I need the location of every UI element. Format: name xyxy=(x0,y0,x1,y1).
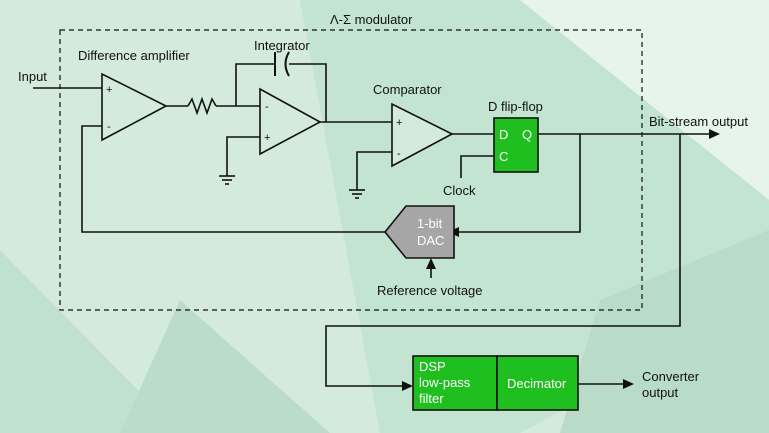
dac-label-line2: DAC xyxy=(417,233,444,248)
integrator-label: Integrator xyxy=(254,38,310,53)
dac-label-line1: 1-bit xyxy=(417,216,443,231)
d-flip-flop-block xyxy=(493,117,539,173)
ground-symbols xyxy=(219,175,365,199)
difference-amplifier xyxy=(101,72,168,142)
dac-block xyxy=(383,205,455,259)
diff-amp-minus: - xyxy=(107,121,111,133)
flipflop-d-pin: D xyxy=(499,127,508,142)
reference-voltage-label: Reference voltage xyxy=(377,283,483,298)
comparator-minus: - xyxy=(397,148,401,160)
comparator-opamp xyxy=(391,102,454,168)
flipflop-q-pin: Q xyxy=(522,127,532,142)
dsp-label-line2: low-pass xyxy=(419,375,471,390)
converter-output-label-line1: Converter xyxy=(642,369,700,384)
dsp-label-line3: filter xyxy=(419,391,444,406)
decimator-block xyxy=(496,355,579,411)
d-flip-flop-label: D flip-flop xyxy=(488,99,543,114)
dsp-label-line1: DSP xyxy=(419,359,446,374)
arrowheads xyxy=(402,129,720,391)
input-label: Input xyxy=(18,69,47,84)
diff-amp-plus: + xyxy=(106,84,112,96)
wires xyxy=(33,63,712,387)
integrator-minus: - xyxy=(265,101,269,113)
modulator-title: Λ-Σ modulator xyxy=(330,12,413,27)
comparator-plus: + xyxy=(396,117,402,129)
decimator-label: Decimator xyxy=(507,376,567,391)
comparator-label: Comparator xyxy=(373,82,442,97)
integrator-opamp xyxy=(259,87,322,156)
capacitor xyxy=(274,51,290,77)
resistor xyxy=(187,96,217,116)
clock-label: Clock xyxy=(443,183,476,198)
difference-amplifier-label: Difference amplifier xyxy=(78,48,190,63)
dsp-filter-block xyxy=(412,355,498,411)
modulator-boundary xyxy=(59,29,643,311)
bit-stream-output-label: Bit-stream output xyxy=(649,114,748,129)
flipflop-c-pin: C xyxy=(499,149,508,164)
integrator-plus: + xyxy=(264,132,270,144)
converter-output-label-line2: output xyxy=(642,385,679,400)
